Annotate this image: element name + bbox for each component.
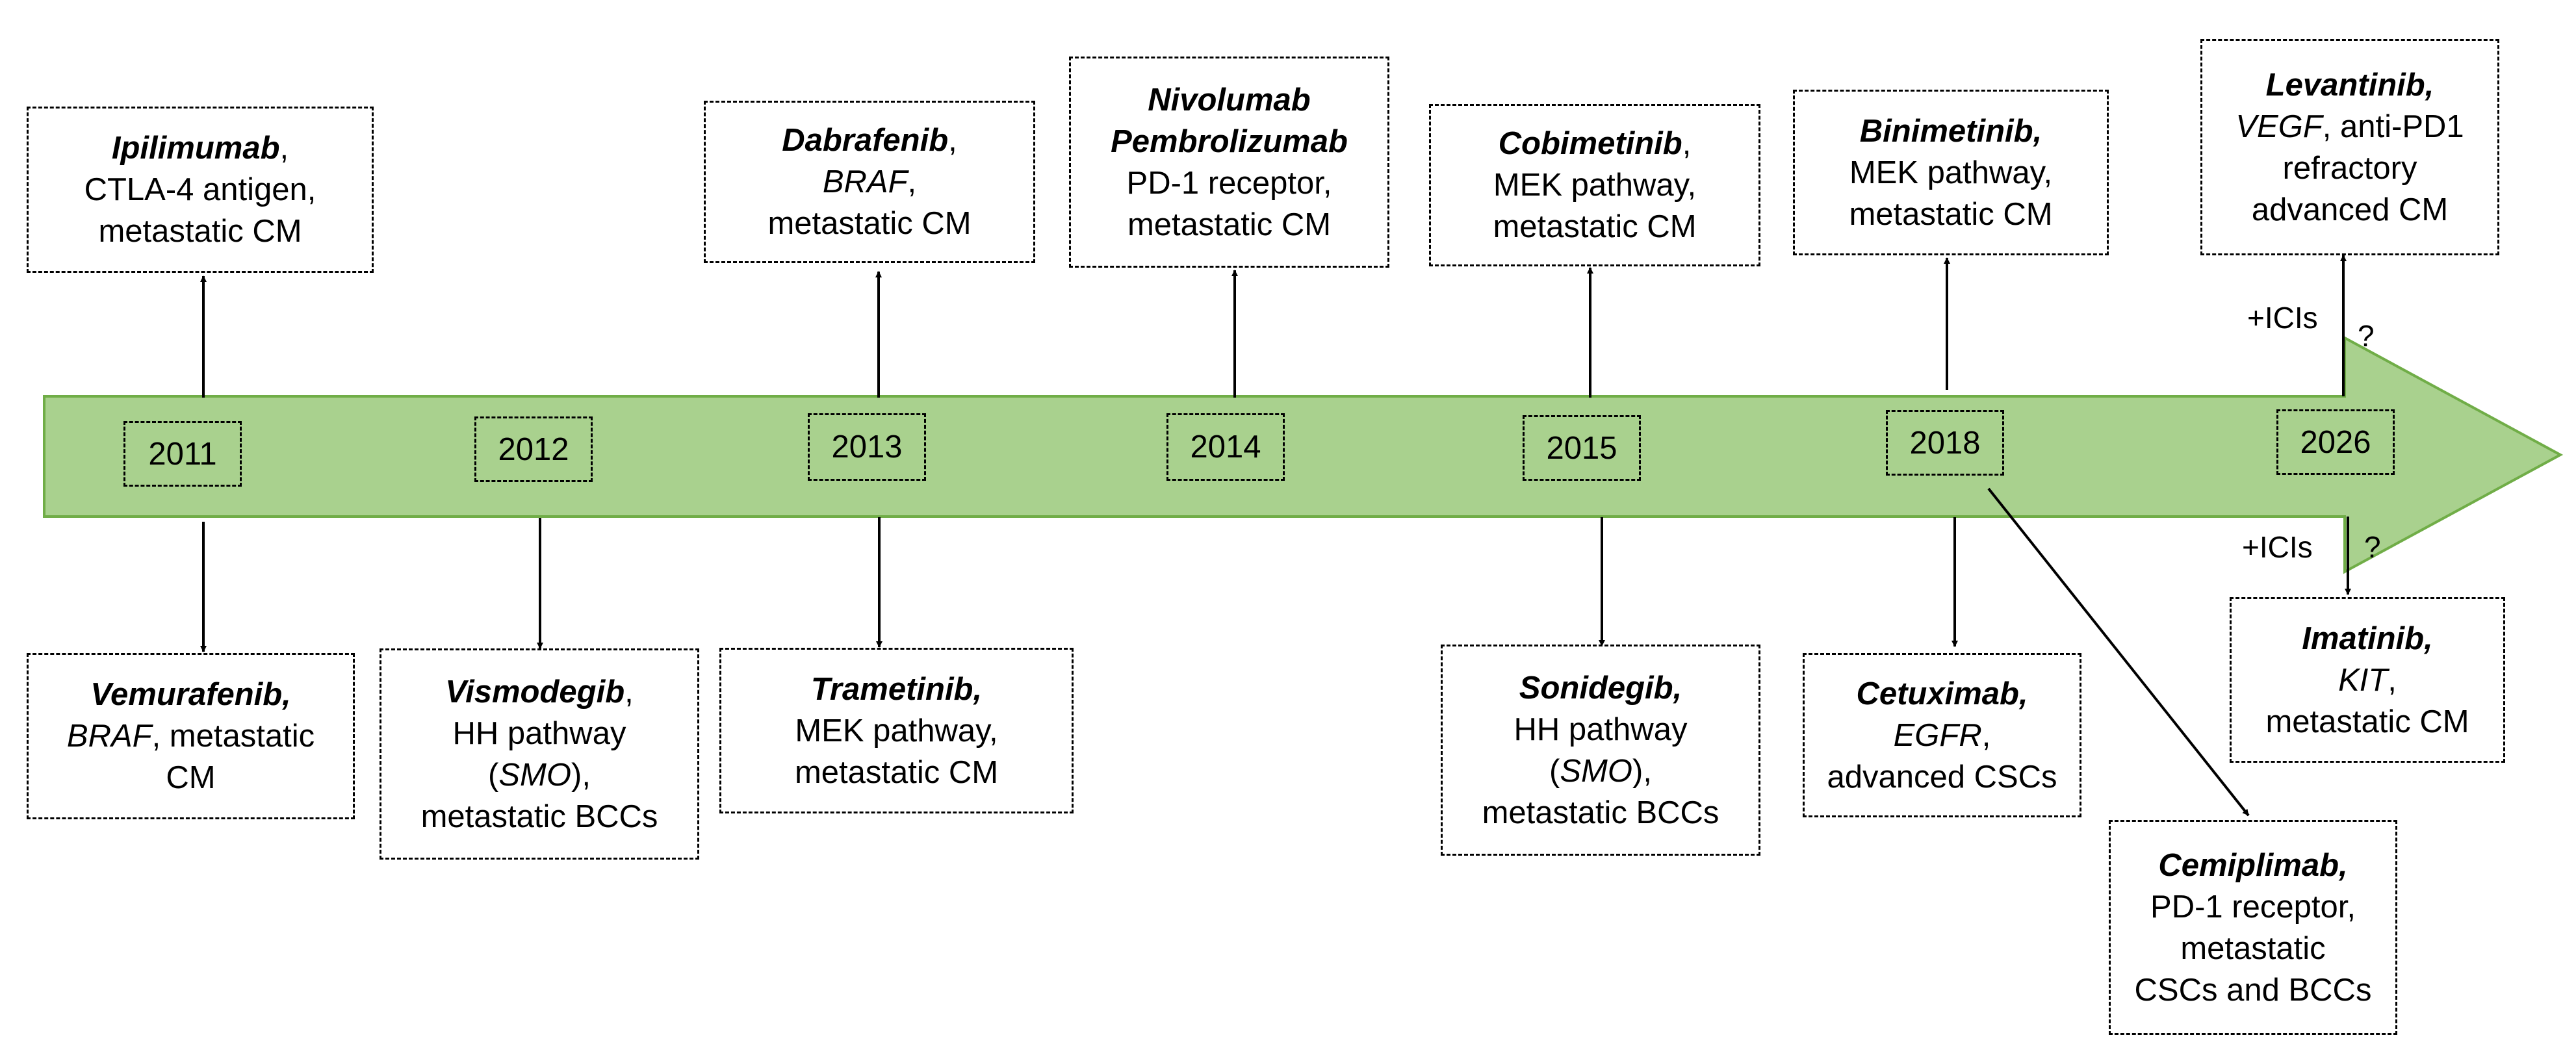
indication-text: advanced CSCs	[1827, 759, 2057, 795]
indication-text: CSCs and BCCs	[2134, 972, 2372, 1008]
target-text: MEK pathway,	[795, 713, 998, 748]
drug-name: Binimetinib,	[1859, 113, 2042, 149]
box-cobimetinib: Cobimetinib, MEK pathway, metastatic CM	[1429, 104, 1760, 266]
ici-label-bottom: +ICIs	[2242, 530, 2313, 564]
drug-name: Levantinib,	[2265, 67, 2434, 103]
indication-text: metastatic	[2180, 930, 2326, 966]
year-2014: 2014	[1166, 413, 1285, 481]
gene-text: SMO	[498, 757, 571, 793]
drug-name: Pembrolizumab	[1111, 123, 1348, 159]
indication-text: advanced CM	[2251, 192, 2449, 227]
box-vemurafenib: Vemurafenib, BRAF, metastatic CM	[27, 653, 355, 819]
box-imatinib: Imatinib, KIT, metastatic CM	[2230, 597, 2505, 763]
timeline-arrow	[43, 335, 2564, 574]
box-ipilimumab: Ipilimumab, CTLA-4 antigen, metastatic C…	[27, 107, 374, 273]
indication-text: refractory	[2282, 150, 2417, 186]
target-text: BRAF	[822, 164, 908, 199]
target-text: HH pathway	[452, 715, 626, 751]
indication-text: metastatic BCCs	[420, 799, 658, 834]
box-sonidegib: Sonidegib, HH pathway (SMO), metastatic …	[1441, 645, 1760, 856]
target-text: HH pathway	[1513, 711, 1688, 747]
indication-text: metastatic BCCs	[1482, 795, 1719, 830]
target-text: MEK pathway,	[1493, 168, 1697, 203]
indication-text: metastatic CM	[767, 206, 972, 241]
drug-name: Cemiplimab,	[2158, 847, 2348, 883]
drug-name: Imatinib,	[2302, 620, 2433, 656]
drug-name: Dabrafenib	[782, 123, 949, 158]
target-text: BRAF	[66, 719, 152, 754]
ici-label-top: +ICIs	[2247, 301, 2318, 335]
drug-name: Vismodegib	[445, 674, 625, 709]
box-vismodegib: Vismodegib, HH pathway (SMO), metastatic…	[380, 648, 699, 860]
box-binimetinib: Binimetinib, MEK pathway, metastatic CM	[1793, 90, 2109, 255]
box-cemiplimab: Cemiplimab, PD-1 receptor, metastatic CS…	[2109, 820, 2397, 1035]
gene-text: SMO	[1560, 753, 1632, 789]
year-2018: 2018	[1886, 410, 2004, 476]
drug-name: Cetuximab,	[1856, 676, 2028, 711]
year-2015: 2015	[1523, 415, 1641, 481]
year-2013: 2013	[808, 413, 926, 481]
indication-text: metastatic CM	[1127, 207, 1332, 242]
year-2026: 2026	[2276, 409, 2395, 475]
box-dabrafenib: Dabrafenib, BRAF, metastatic CM	[704, 101, 1035, 263]
drug-name: Trametinib,	[810, 671, 983, 707]
box-nivolumab-pembrolizumab: Nivolumab Pembrolizumab PD-1 receptor, m…	[1069, 57, 1389, 268]
indication-text: CM	[166, 760, 216, 795]
indication-text: metastatic CM	[1493, 209, 1697, 244]
drug-name: Ipilimumab	[111, 131, 280, 166]
indication-text: metastatic CM	[794, 754, 999, 790]
box-levantinib: Levantinib, VEGF, anti-PD1 refractory ad…	[2200, 39, 2499, 255]
drug-name: Cobimetinib	[1498, 126, 1682, 161]
target-text: CTLA-4 antigen,	[84, 172, 316, 207]
indication-text: metastatic CM	[2265, 704, 2469, 739]
year-2012: 2012	[474, 416, 593, 482]
target-text: VEGF	[2235, 109, 2323, 144]
drug-name: Nivolumab	[1148, 82, 1311, 118]
target-text: PD-1 receptor,	[1126, 165, 1332, 201]
indication-text: metastatic CM	[98, 214, 302, 249]
question-mark-bottom: ?	[2364, 530, 2381, 564]
arrow-2018-cemiplimab	[1987, 487, 2250, 817]
target-text: PD-1 receptor,	[2150, 889, 2356, 925]
question-mark-top: ?	[2358, 319, 2375, 353]
drug-name: Vemurafenib,	[90, 677, 291, 712]
box-trametinib: Trametinib, MEK pathway, metastatic CM	[719, 648, 1074, 813]
drug-name: Sonidegib,	[1519, 670, 1682, 706]
indication-text: metastatic CM	[1849, 196, 2053, 232]
box-cetuximab: Cetuximab, EGFR, advanced CSCs	[1803, 653, 2081, 817]
target-text: KIT	[2338, 662, 2388, 698]
target-text: EGFR	[1893, 717, 1982, 753]
year-2011: 2011	[123, 421, 242, 487]
target-text: MEK pathway,	[1849, 155, 2053, 190]
